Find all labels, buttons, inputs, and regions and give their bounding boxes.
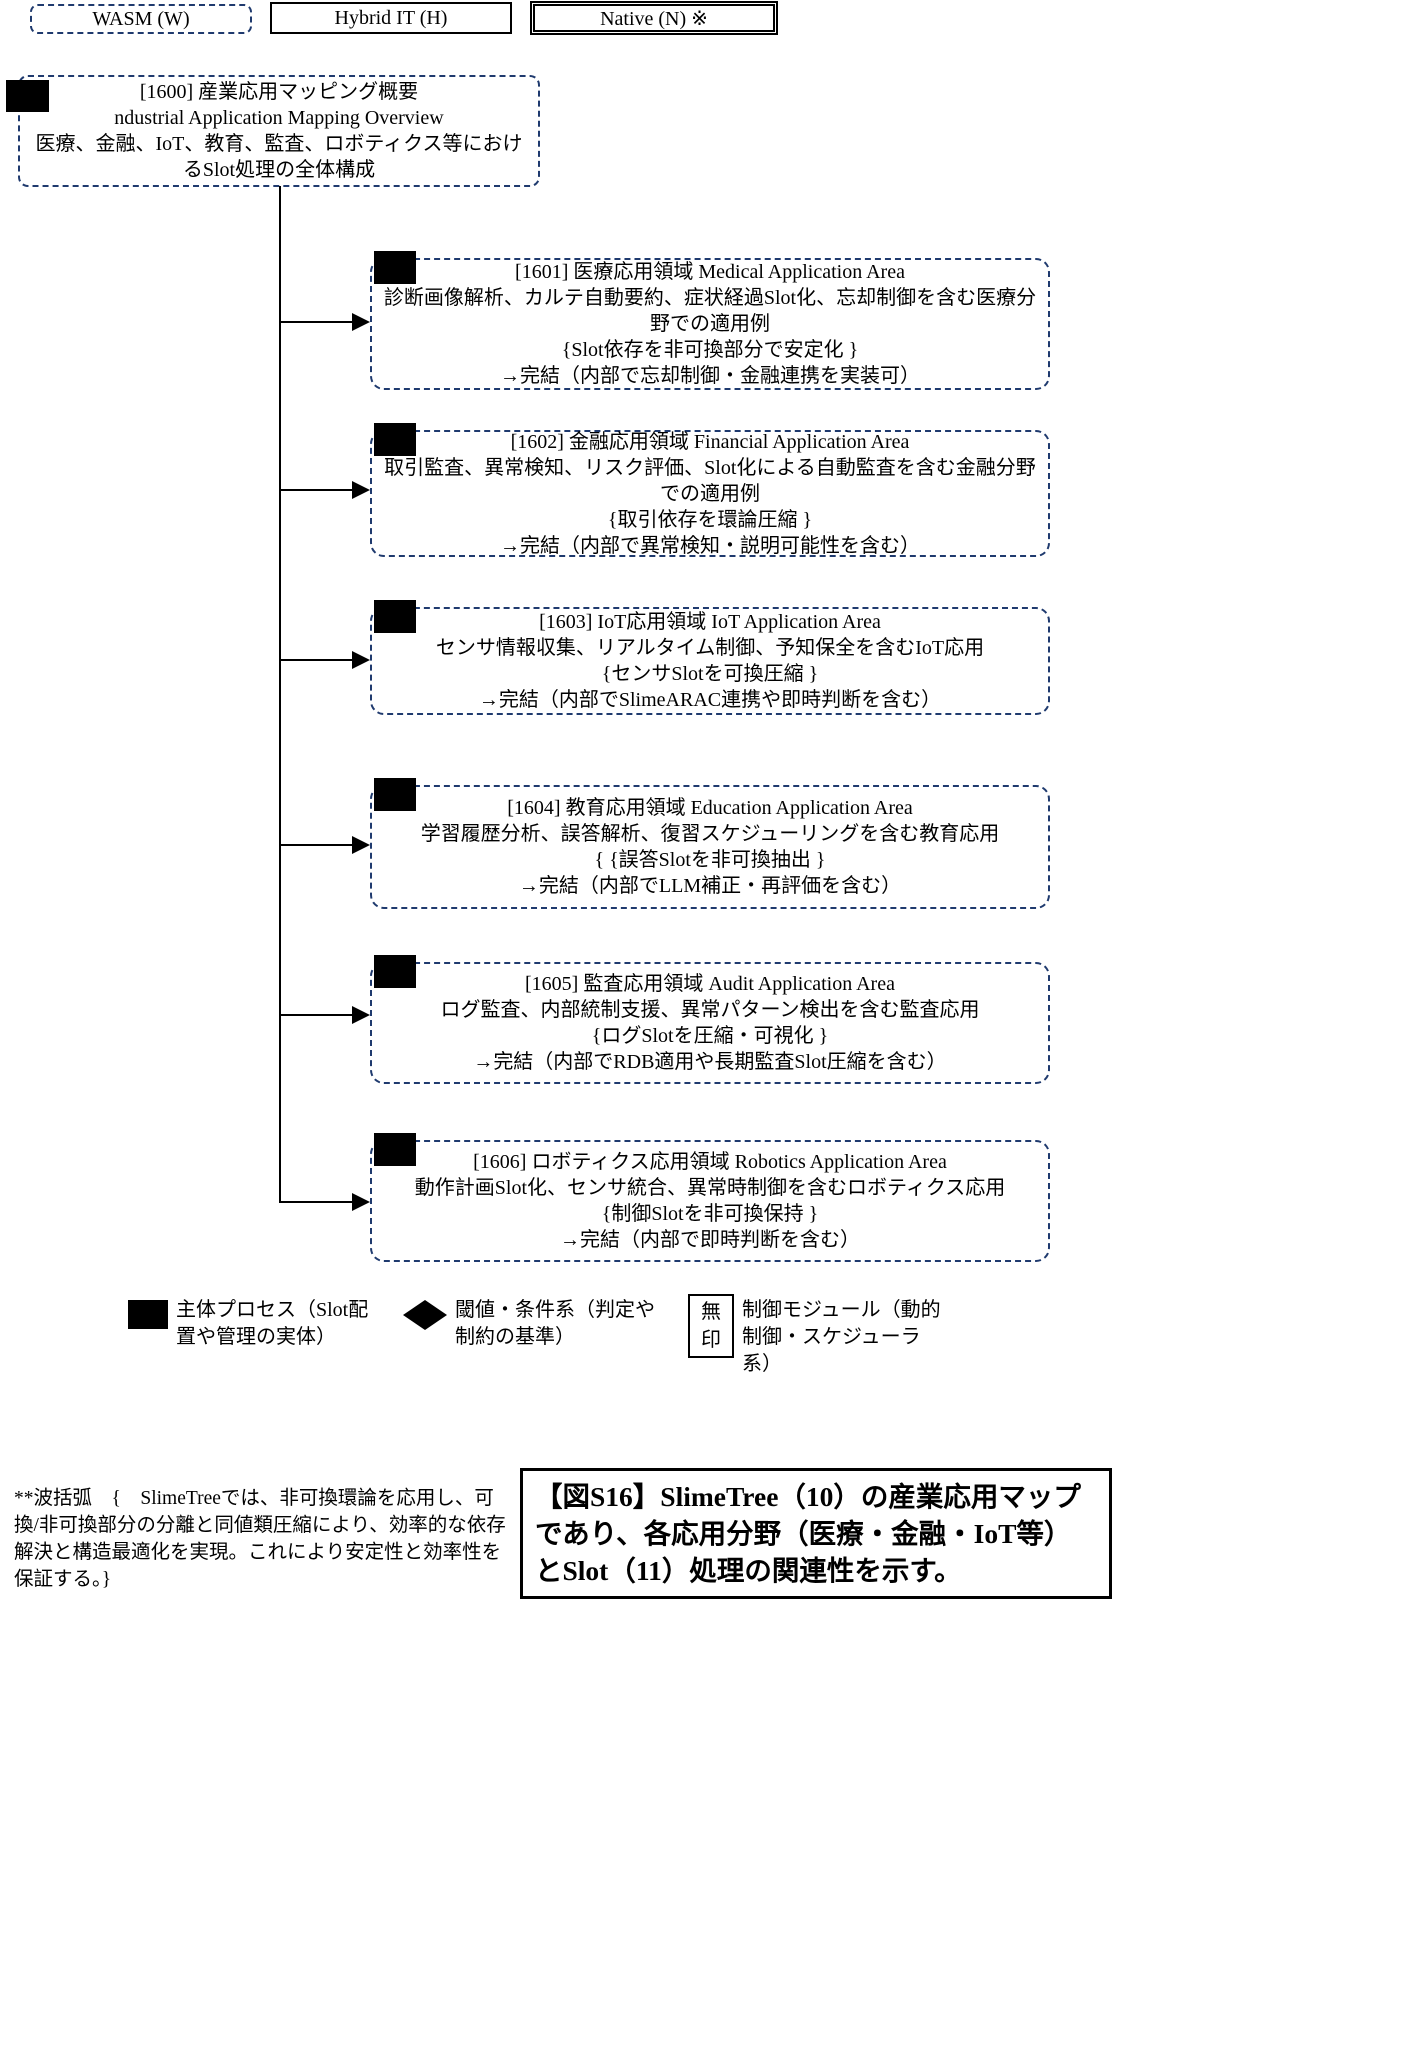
arrow-head-audit-icon: [352, 1006, 370, 1024]
connector-line-medical: [281, 321, 354, 323]
node-description: 診断画像解析、カルテ自動要約、症状経過Slot化、忘却制御を含む医療分野での適用…: [383, 287, 1037, 335]
node-description: ログ監査、内部統制支援、異常パターン検出を含む監査応用: [440, 999, 980, 1021]
node-iot: [1603] IoT応用領域 IoT Application Area センサ情…: [370, 600, 1050, 715]
node-result: →完結（内部でSlimeARAC連携や即時判断を含む）: [478, 689, 942, 711]
legend-native-box: Native (N) ※: [530, 1, 778, 35]
node-result: →完結（内部で忘却制御・金融連携を実装可）: [500, 365, 920, 387]
node-description: 動作計画Slot化、センサ統合、異常時制御を含むロボティクス応用: [414, 1177, 1006, 1199]
node-constraint: {制御Slotを非可換保持 }: [601, 1203, 819, 1225]
root-title: [1600] 産業応用マッピング概要: [139, 81, 419, 103]
node-robotics: [1606] ロボティクス応用領域 Robotics Application A…: [370, 1133, 1050, 1262]
node-title: [1601] 医療応用領域 Medical Application Area: [515, 261, 905, 283]
legend-square-label: 主体プロセス（Slot配置や管理の実体）: [176, 1299, 369, 1348]
node-root-overview: [1600] 産業応用マッピング概要 ndustrial Application…: [6, 75, 540, 187]
node-result: →完結（内部でLLM補正・再評価を含む）: [518, 875, 902, 897]
trunk-line: [279, 186, 281, 1203]
figure-caption: 【図S16】SlimeTree（10）の産業応用マップであり、各応用分野（医療・…: [520, 1468, 1112, 1599]
process-square-icon: [374, 600, 416, 633]
node-description: センサ情報収集、リアルタイム制御、予知保全を含むIoT応用: [435, 637, 985, 659]
node-title: [1602] 金融応用領域 Financial Application Area: [510, 430, 910, 453]
arrow-head-financial-icon: [352, 481, 370, 499]
legend-hybrid-box: Hybrid IT (H): [270, 2, 512, 34]
legend-native-label: Native (N) ※: [600, 7, 708, 30]
process-square-icon: [6, 80, 49, 112]
legend-wasm-box: WASM (W): [30, 4, 252, 34]
node-constraint: {ログSlotを圧縮・可視化 }: [591, 1025, 829, 1047]
legend-diamond-label: 閾値・条件系（判定や制約の基準）: [455, 1299, 655, 1348]
legend-diamond-icon: [403, 1300, 447, 1330]
node-title: [1605] 監査応用領域 Audit Application Area: [525, 973, 895, 995]
legend-plain-box: 無印: [688, 1294, 734, 1358]
node-constraint: {取引依存を環論圧縮 }: [607, 508, 813, 531]
connector-line-iot: [281, 659, 354, 661]
footnote-text: **波括弧 { SlimeTreeでは、非可換環論を応用し、可換/非可換部分の分…: [14, 1488, 506, 1590]
node-description: 学習履歴分析、誤答解析、復習スケジューリングを含む教育応用: [420, 823, 1000, 845]
connector-line-education: [281, 844, 354, 846]
node-medical: [1601] 医療応用領域 Medical Application Area 診…: [370, 251, 1050, 390]
node-title: [1606] ロボティクス応用領域 Robotics Application A…: [473, 1151, 947, 1173]
node-description: 取引監査、異常検知、リスク評価、Slot化による自動監査を含む金融分野での適用例: [384, 456, 1036, 505]
connector-line-robotics: [281, 1201, 354, 1203]
root-subtitle: ndustrial Application Mapping Overview: [114, 107, 444, 129]
arrow-head-medical-icon: [352, 313, 370, 331]
node-financial: [1602] 金融応用領域 Financial Application Area…: [370, 423, 1050, 557]
legend-plain-mark: 無印: [701, 1301, 721, 1351]
arrow-head-iot-icon: [352, 651, 370, 669]
process-square-icon: [374, 778, 416, 811]
node-result: →完結（内部で即時判断を含む）: [560, 1229, 860, 1251]
legend-wasm-label: WASM (W): [92, 7, 190, 30]
process-square-icon: [374, 251, 416, 284]
process-square-icon: [374, 1133, 416, 1166]
arrow-head-education-icon: [352, 836, 370, 854]
node-constraint: {Slot依存を非可換部分で安定化 }: [561, 339, 859, 361]
connector-line-audit: [281, 1014, 354, 1016]
legend-plain-label: 制御モジュール（動的制御・スケジューラ系）: [742, 1299, 941, 1375]
legend-square-icon: [128, 1300, 168, 1329]
connector-line-financial: [281, 489, 354, 491]
node-title: [1603] IoT応用領域 IoT Application Area: [539, 611, 881, 633]
process-square-icon: [374, 955, 416, 988]
process-square-icon: [374, 423, 416, 456]
node-result: →完結（内部で異常検知・説明可能性を含む）: [500, 534, 920, 557]
node-title: [1604] 教育応用領域 Education Application Area: [507, 797, 913, 819]
node-audit: [1605] 監査応用領域 Audit Application Area ログ監…: [370, 955, 1050, 1084]
node-result: →完結（内部でRDB適用や長期監査Slot圧縮を含む）: [473, 1051, 947, 1073]
legend-hybrid-label: Hybrid IT (H): [334, 6, 448, 29]
root-description: 医療、金融、IoT、教育、監査、ロボティクス等におけるSlot処理の全体構成: [35, 133, 523, 181]
node-constraint: {センサSlotを可換圧縮 }: [601, 663, 819, 685]
node-constraint: { {誤答Slotを非可換抽出 }: [594, 849, 826, 871]
arrow-head-robotics-icon: [352, 1193, 370, 1211]
node-education: [1604] 教育応用領域 Education Application Area…: [370, 778, 1050, 909]
